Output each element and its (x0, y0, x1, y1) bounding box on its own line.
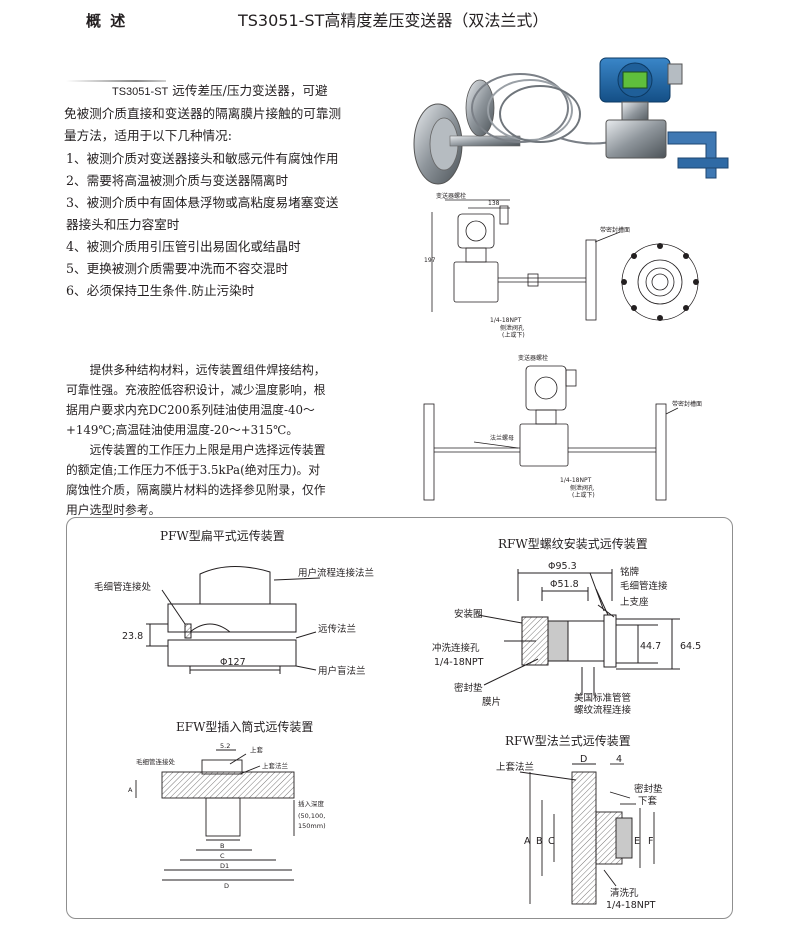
pfw-dim-dia: Φ127 (220, 657, 246, 668)
dim-197: 197 (424, 257, 436, 264)
list-item: 6、必须保持卫生条件.防止污染时 (66, 283, 255, 298)
rfw-flush-npt: 1/4-18NPT (434, 657, 484, 668)
label-flange: 带密封槽面 (600, 226, 630, 234)
desc-line: 可靠性强。充液腔低容积设计，减少温度影响，根 (66, 383, 326, 397)
pfw-drawing: 毛细管连接处 用户流程连接法兰 远传法兰 用户盲法兰 23.8 Φ127 (90, 552, 380, 702)
efw-insert-depth: 插入深度 (298, 799, 325, 808)
rfw-capillary: 毛细管连接 (620, 580, 668, 592)
label-npt: 1/4-18NPT (490, 317, 522, 324)
rfw-dim-inner: Φ51.8 (550, 579, 579, 590)
efw-upper-flange: 上套法兰 (262, 761, 289, 770)
dimension-drawing-1: 变送器螺栓 138 197 带密封槽面 1/4-18NPT 侧泄阀孔 (上或下) (420, 192, 720, 342)
intro-paragraph: TS3051-ST 远传差压/压力变送器，可避 免被测介质直接和变送器的隔离膜片… (64, 80, 394, 147)
efw-dim-52: 5.2 (220, 742, 230, 750)
efw-dim-a: A (128, 786, 133, 794)
rfw-dim-f: F (648, 836, 653, 847)
list-item: 5、更换被测介质需要冲洗而不容交混时 (66, 261, 289, 276)
label-bolt-2: 变送器螺栓 (518, 354, 548, 362)
desc-line: 的额定值;工作压力不低于3.5kPa(绝对压力)。对 (66, 463, 321, 477)
rfw-dim-h1: 44.7 (640, 641, 661, 652)
label-port-2: 侧泄阀孔 (570, 484, 594, 492)
rfw-us-std: 美国标准管管 (574, 692, 631, 704)
list-item: 4、被测介质用引压管引出易固化或结晶时 (66, 239, 301, 254)
rfw-dim-c: C (548, 836, 555, 847)
rfw-thread-conn: 螺纹流程连接 (574, 704, 632, 715)
intro-line-3: 量方法，适用于以下几种情况: (64, 128, 232, 143)
label-nut: 法兰螺母 (490, 434, 514, 442)
intro-line-1: 远传差压/压力变送器，可避 (168, 83, 328, 98)
desc-line: 腐蚀性介质，隔离膜片材料的选择参见附录，仅作 (66, 483, 326, 497)
rfw-dim-h2: 64.5 (680, 641, 701, 652)
desc-line: 提供多种结构材料，远传装置组件焊接结构， (89, 363, 326, 377)
efw-dim-d1: D1 (220, 862, 229, 870)
rfw-lower-sleeve: 下套 (638, 795, 658, 807)
desc-line: 远传装置的工作压力上限是用户选择远传装置 (89, 443, 326, 457)
product-photo (410, 48, 740, 188)
efw-dim-c: C (220, 852, 225, 860)
pfw-user-blind: 用户盲法兰 (318, 665, 366, 677)
pfw-capillary: 毛细管连接处 (94, 581, 152, 593)
dim-138: 138 (488, 200, 500, 207)
rfw-thread-drawing: Φ95.3 Φ51.8 铭牌 毛细管连接 上支座 安装圈 冲洗连接孔 1/4-1… (418, 555, 718, 715)
desc-line: 据用户要求内充DC200系列硅油使用温度-40～ (66, 403, 315, 417)
efw-dim-b: B (220, 842, 224, 850)
desc-line: +149℃;高温硅油使用温度-20～+315℃。 (66, 423, 299, 437)
page-title: TS3051-ST高精度差压变送器（双法兰式） (238, 11, 549, 30)
intro-model: TS3051-ST (112, 86, 169, 98)
efw-depth-150: 150mm) (298, 822, 326, 830)
rfw-flange-drawing: 上套法兰 D 4 密封垫 下套 A B C E F 清洗孔 1/4-18NPT (490, 752, 700, 912)
rfw-install-ring: 安装圈 (454, 608, 483, 620)
list-item: 3、被测介质中有固体悬浮物或高粘度易堵塞变送 (66, 195, 339, 210)
rfw-flange-title: RFW型法兰式远传装置 (505, 734, 631, 748)
rfw-dim-a: A (524, 836, 531, 847)
pfw-remote-flange: 远传法兰 (318, 623, 356, 635)
intro-rule (66, 80, 166, 82)
rfw-flush-port: 冲洗连接孔 (432, 642, 480, 654)
rfw-dim-4: 4 (616, 754, 622, 765)
rfw-dim-b: B (536, 836, 543, 847)
label-flange-2: 带密封槽面 (672, 400, 702, 408)
pfw-user-flange: 用户流程连接法兰 (298, 567, 374, 579)
efw-dim-d: D (224, 882, 229, 890)
section-label: 概 述 (86, 12, 128, 30)
description: 提供多种结构材料，远传装置组件焊接结构， 可靠性强。充液腔低容积设计，减少温度影… (66, 360, 396, 520)
label-port: 侧泄阀孔 (500, 324, 524, 332)
rfw-dim-d: D (580, 754, 587, 765)
pfw-dim-thickness: 23.8 (122, 631, 143, 642)
rfw-thread-title: RFW型螺纹安装式远传装置 (498, 537, 648, 551)
efw-capillary: 毛细管连接处 (136, 757, 176, 766)
intro-line-2: 免被测介质直接和变送器的隔离膜片接触的可靠测 (64, 106, 342, 121)
efw-drawing: 毛细管连接处 5.2 上套 上套法兰 插入深度 (50,100, 150mm) … (120, 740, 350, 890)
label-port2-2: (上或下) (572, 491, 595, 499)
label-bolt: 变送器螺栓 (436, 192, 466, 200)
desc-line: 用户选型时参考。 (66, 503, 161, 517)
rfw-upper-seat: 上支座 (620, 596, 649, 608)
rfw-diaphragm: 膜片 (482, 696, 501, 708)
label-port2: (上或下) (502, 331, 525, 339)
dimension-drawing-2: 变送器螺栓 法兰螺母 带密封槽面 1/4-18NPT 侧泄阀孔 (上或下) (410, 352, 720, 512)
rfw-dim-outer: Φ95.3 (548, 561, 577, 572)
list-item: 1、被测介质对变送器接头和敏感元件有腐蚀作用 (66, 151, 339, 166)
rfw-flush-port-2: 清洗孔 (610, 887, 639, 899)
rfw-upper-flange: 上套法兰 (496, 761, 534, 773)
efw-title: EFW型插入筒式远传装置 (176, 720, 314, 734)
conditions-list: 1、被测介质对变送器接头和敏感元件有腐蚀作用 2、需要将高温被测介质与变送器隔离… (66, 148, 396, 302)
rfw-dim-e: E (634, 836, 640, 847)
label-npt-2: 1/4-18NPT (560, 477, 592, 484)
efw-depth-vals: (50,100, (298, 812, 325, 820)
pfw-title: PFW型扁平式远传装置 (160, 529, 285, 543)
seal-types-panel (66, 517, 733, 919)
efw-upper-sleeve: 上套 (250, 745, 264, 754)
rfw-gasket: 密封垫 (454, 682, 483, 694)
rfw-flange-gasket: 密封垫 (634, 783, 663, 795)
rfw-nameplate: 铭牌 (620, 566, 640, 578)
list-item: 器接头和压力容室时 (66, 217, 180, 232)
list-item: 2、需要将高温被测介质与变送器隔离时 (66, 173, 289, 188)
rfw-flush-npt-2: 1/4-18NPT (606, 900, 656, 911)
